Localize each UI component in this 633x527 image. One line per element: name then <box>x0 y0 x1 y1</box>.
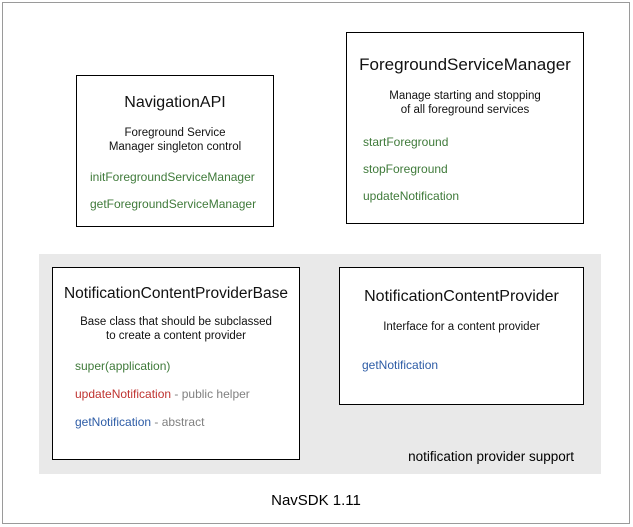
class-box-foreground-service-manager[interactable]: ForegroundServiceManager Manage starting… <box>346 32 584 224</box>
class-member-name: startForeground <box>363 135 449 149</box>
class-member[interactable]: stopForeground <box>363 162 583 176</box>
class-box-notification-content-provider-base[interactable]: NotificationContentProviderBase Base cla… <box>52 267 300 460</box>
class-title: NavigationAPI <box>124 94 226 111</box>
class-member-name: getNotification <box>75 415 152 429</box>
diagram-footer-label: NavSDK 1.11 <box>271 492 361 509</box>
class-member[interactable]: getNotification - abstract <box>75 415 299 429</box>
class-member-name: getNotification <box>362 358 439 372</box>
class-box-notification-content-provider[interactable]: NotificationContentProvider Interface fo… <box>339 267 584 405</box>
class-member[interactable]: getNotification <box>362 358 583 372</box>
class-member-name: super(application) <box>75 359 171 373</box>
class-member-note: - abstract <box>151 415 205 429</box>
class-member[interactable]: updateNotification <box>363 189 583 203</box>
group-panel-label: notification provider support <box>408 449 574 464</box>
class-member-list: getNotification <box>340 358 583 372</box>
class-title: NotificationContentProvider <box>364 288 559 305</box>
class-member-list: startForeground stopForeground updateNot… <box>347 135 583 203</box>
class-member-list: super(application) updateNotification - … <box>53 359 299 429</box>
class-member[interactable]: startForeground <box>363 135 583 149</box>
class-member-note: - public helper <box>171 387 250 401</box>
class-member-name: updateNotification <box>75 387 172 401</box>
class-member-name: stopForeground <box>363 162 448 176</box>
class-member[interactable]: updateNotification - public helper <box>75 387 299 401</box>
class-member-name: updateNotification <box>363 189 460 203</box>
class-title: NotificationContentProviderBase <box>63 285 288 302</box>
class-member-list: initForegroundServiceManager getForegrou… <box>77 170 273 211</box>
class-member[interactable]: super(application) <box>75 359 299 373</box>
class-member-name: getForegroundServiceManager <box>90 197 257 211</box>
class-member-name: initForegroundServiceManager <box>90 170 255 184</box>
class-member[interactable]: initForegroundServiceManager <box>90 170 273 184</box>
class-description: Interface for a content provider <box>383 321 540 333</box>
class-member[interactable]: getForegroundServiceManager <box>90 197 273 211</box>
class-title: ForegroundServiceManager <box>359 55 571 74</box>
